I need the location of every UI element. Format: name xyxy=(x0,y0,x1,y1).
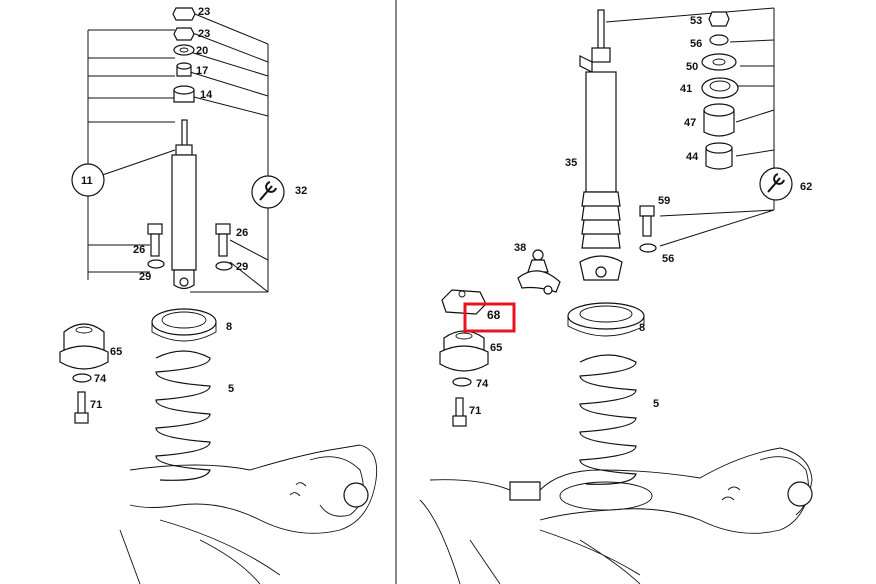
tool-callout-32 xyxy=(251,175,285,209)
ball-joint-38 xyxy=(517,249,561,295)
label-44: 44 xyxy=(686,151,699,163)
label-5-right: 5 xyxy=(653,398,659,410)
right-panel xyxy=(419,7,813,584)
control-arm-left xyxy=(119,444,378,584)
washer-74-left xyxy=(72,373,92,383)
washer-56 xyxy=(639,243,657,253)
left-panel xyxy=(59,7,378,584)
bolt-71-right xyxy=(452,397,467,427)
label-56-top: 56 xyxy=(690,38,702,50)
washer-20 xyxy=(173,44,195,56)
label-38: 38 xyxy=(514,242,526,254)
label-23-top: 23 xyxy=(198,6,210,18)
label-65-right: 65 xyxy=(490,342,502,354)
bump-stop-65-left xyxy=(59,323,109,370)
callout-11 xyxy=(71,163,105,197)
control-arm-right xyxy=(419,447,813,584)
label-35: 35 xyxy=(565,157,577,169)
label-59: 59 xyxy=(658,195,670,207)
label-14: 14 xyxy=(200,89,213,101)
nut-23 xyxy=(173,27,195,41)
tool-callout-62 xyxy=(759,167,793,201)
washer-50 xyxy=(701,53,737,71)
label-71-right: 71 xyxy=(469,405,481,417)
bolt-59 xyxy=(639,205,655,237)
label-17: 17 xyxy=(196,65,208,77)
label-62: 62 xyxy=(800,181,812,193)
label-68: 68 xyxy=(487,308,501,322)
coil-spring-5-right xyxy=(579,354,637,485)
highlight-box-68[interactable] xyxy=(463,302,516,333)
washer-29-b xyxy=(215,261,233,271)
label-32: 32 xyxy=(295,185,307,197)
washer-56-top xyxy=(709,34,729,46)
label-26-b: 26 xyxy=(236,227,248,239)
label-71-left: 71 xyxy=(90,399,102,411)
bushing-17 xyxy=(176,62,192,77)
washer-29-a xyxy=(147,259,165,269)
label-8-right: 8 xyxy=(639,322,645,334)
bolt-26-b xyxy=(215,223,231,257)
bushing-44 xyxy=(705,142,733,170)
bushing-41 xyxy=(701,77,739,99)
shock-absorber-right xyxy=(579,9,623,281)
label-74-left: 74 xyxy=(94,373,107,385)
bushing-14 xyxy=(173,85,195,103)
label-41: 41 xyxy=(680,83,692,95)
washer-74-right xyxy=(452,377,472,387)
nut-53 xyxy=(708,11,730,27)
bolt-26-a xyxy=(147,223,163,257)
label-74-right: 74 xyxy=(476,378,489,390)
label-29-a: 29 xyxy=(139,271,151,283)
label-5-left: 5 xyxy=(228,383,234,395)
bushing-47 xyxy=(703,103,735,137)
bolt-71-left xyxy=(74,391,89,424)
label-8-left: 8 xyxy=(226,321,232,333)
label-11: 11 xyxy=(81,175,93,187)
label-56: 56 xyxy=(662,253,674,265)
label-65-left: 65 xyxy=(110,346,122,358)
label-23: 23 xyxy=(198,28,210,40)
spring-pad-8-right xyxy=(567,302,645,337)
label-53: 53 xyxy=(690,15,702,27)
coil-spring-5-left xyxy=(155,350,211,481)
shock-absorber-left xyxy=(171,119,197,290)
label-47: 47 xyxy=(684,117,696,129)
label-26-a: 26 xyxy=(133,244,145,256)
bump-stop-65-right xyxy=(439,330,489,372)
spring-pad-8-left xyxy=(151,308,217,342)
label-29-b: 29 xyxy=(236,261,248,273)
nut-23-top xyxy=(172,7,196,21)
label-20: 20 xyxy=(196,45,208,57)
label-50: 50 xyxy=(686,61,698,73)
